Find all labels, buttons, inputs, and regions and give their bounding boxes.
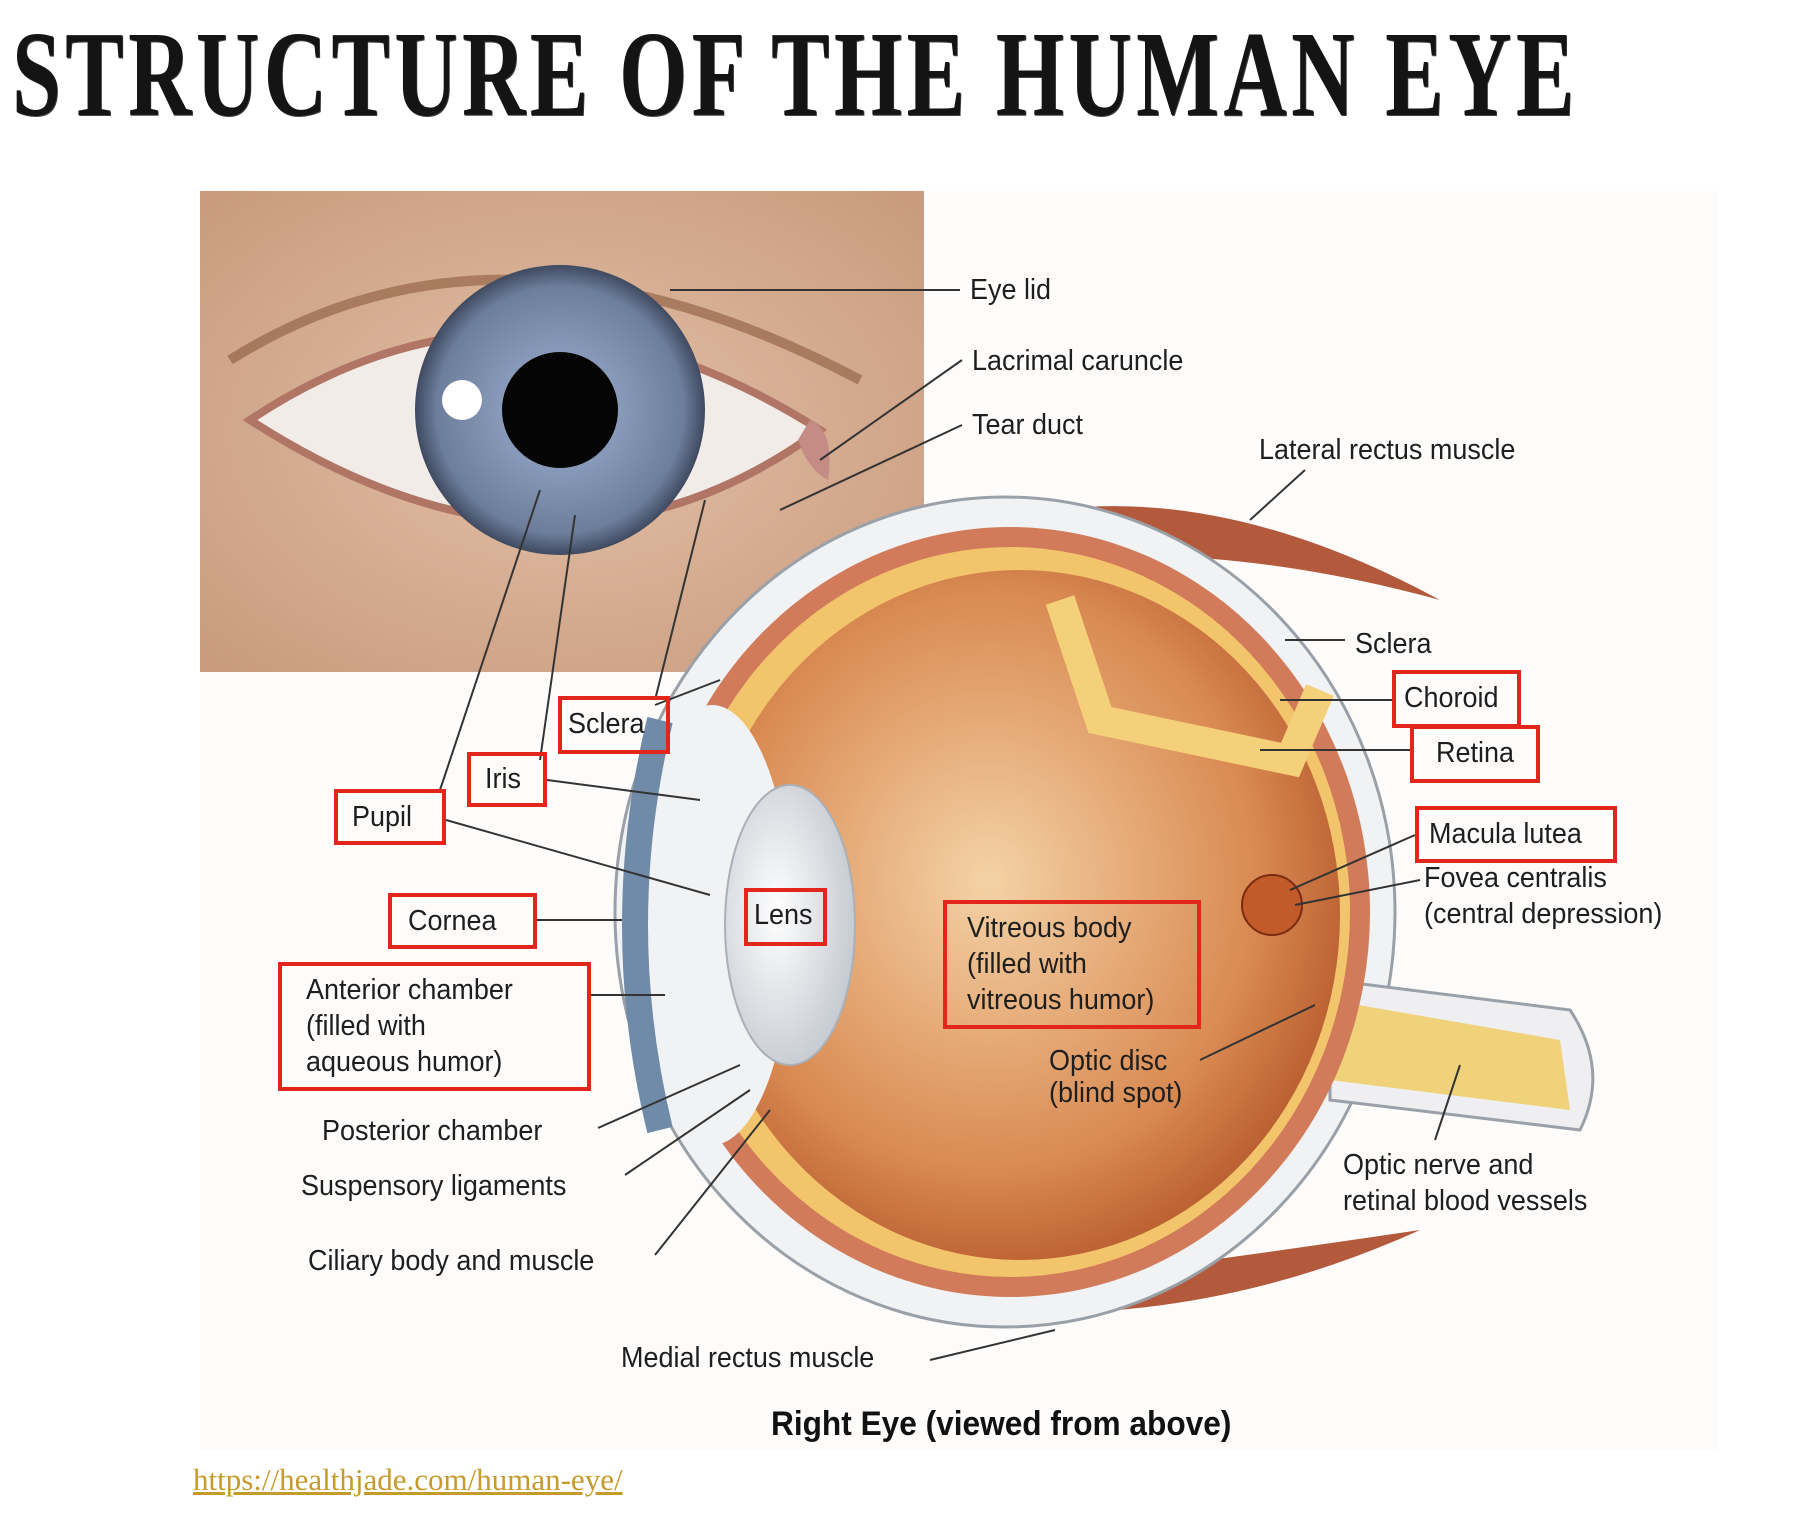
highlight-box-retina: Retina — [1410, 725, 1540, 783]
highlight-box-macula-lutea: Macula lutea — [1415, 806, 1617, 863]
label-optic-disc: Optic disc — [1049, 1045, 1168, 1077]
label-lens: Lens — [754, 899, 813, 931]
label-anterior-filled: (filled with — [306, 1010, 426, 1042]
label-lateral-rectus-muscle: Lateral rectus muscle — [1259, 434, 1516, 466]
label-retina: Retina — [1436, 737, 1514, 769]
label-medial-rectus-muscle: Medial rectus muscle — [621, 1342, 875, 1374]
label-choroid: Choroid — [1404, 682, 1499, 714]
label-pupil: Pupil — [352, 801, 412, 833]
label-vitreous-filled: (filled with — [967, 948, 1087, 980]
leader-lines — [439, 289, 1461, 1361]
label-iris: Iris — [485, 763, 521, 795]
label-aqueous-humor: aqueous humor) — [306, 1046, 503, 1078]
label-optic-nerve: Optic nerve and — [1343, 1149, 1534, 1181]
label-posterior-chamber: Posterior chamber — [322, 1115, 543, 1147]
label-fovea-central-depression: (central depression) — [1424, 898, 1663, 930]
label-anterior-chamber: Anterior chamber — [306, 974, 513, 1006]
label-blind-spot: (blind spot) — [1049, 1077, 1183, 1109]
label-macula-lutea: Macula lutea — [1429, 818, 1582, 850]
label-cornea: Cornea — [408, 905, 497, 937]
label-fovea-centralis: Fovea centralis — [1424, 862, 1607, 894]
highlight-box-vitreous-body: Vitreous body (filled with vitreous humo… — [943, 900, 1201, 1029]
highlight-box-sclera: Sclera — [558, 696, 670, 754]
diagram-caption: Right Eye (viewed from above) — [771, 1405, 1232, 1443]
label-ciliary-body: Ciliary body and muscle — [308, 1245, 595, 1277]
highlight-box-anterior-chamber: Anterior chamber (filled with aqueous hu… — [278, 962, 591, 1091]
highlight-box-choroid: Choroid — [1392, 670, 1521, 728]
label-retinal-blood-vessels: retinal blood vessels — [1343, 1185, 1588, 1217]
highlight-box-iris: Iris — [467, 752, 547, 807]
highlight-box-pupil: Pupil — [334, 789, 446, 845]
page-title: STRUCTURE OF THE HUMAN EYE — [12, 7, 1579, 142]
source-link[interactable]: https://healthjade.com/human-eye/ — [193, 1462, 623, 1497]
highlight-box-cornea: Cornea — [388, 893, 537, 949]
eye-photo — [200, 191, 924, 672]
label-sclera-left: Sclera — [568, 708, 645, 740]
label-lacrimal-caruncle: Lacrimal caruncle — [972, 345, 1184, 377]
label-eye-lid: Eye lid — [970, 274, 1051, 306]
label-tear-duct: Tear duct — [972, 409, 1083, 441]
label-vitreous-humor: vitreous humor) — [967, 984, 1155, 1016]
eyeball-cross-section — [613, 495, 1595, 1329]
label-sclera-right: Sclera — [1355, 628, 1432, 660]
highlight-box-lens: Lens — [744, 888, 827, 946]
label-vitreous-body: Vitreous body — [967, 912, 1132, 944]
label-suspensory-ligaments: Suspensory ligaments — [301, 1170, 567, 1202]
